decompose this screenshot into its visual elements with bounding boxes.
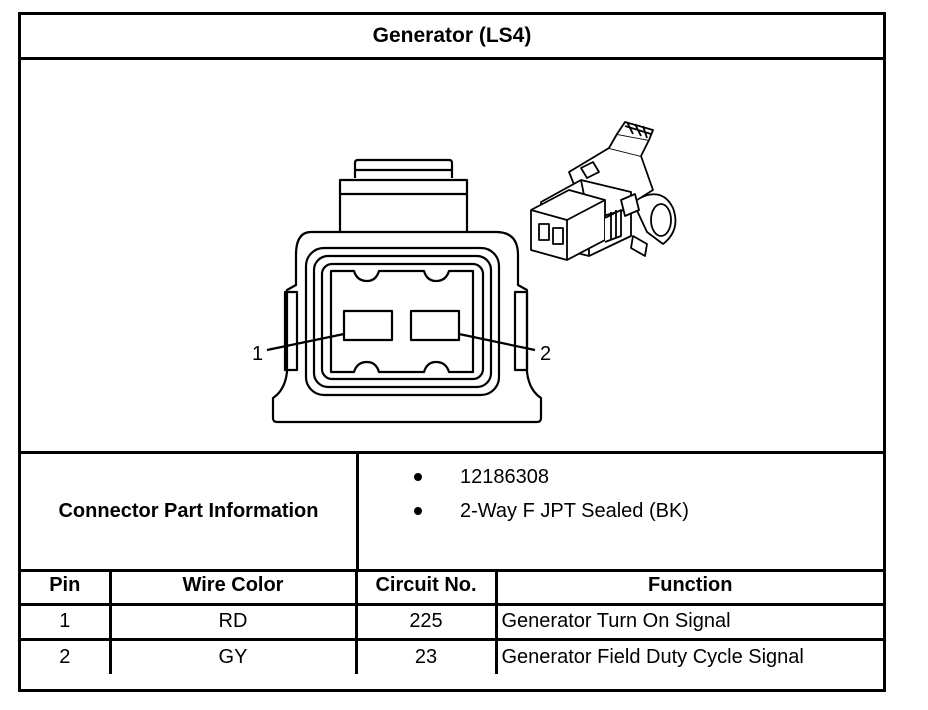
connector-info-item: 12186308 xyxy=(414,462,549,492)
bullet-icon xyxy=(414,473,422,481)
connector-drawing: 1 2 xyxy=(252,121,677,424)
bullet-icon xyxy=(414,507,422,515)
cell-circuit-no: 23 xyxy=(354,637,498,674)
cell-function: Generator Turn On Signal xyxy=(494,602,883,641)
table-row: 1 RD 225 Generator Turn On Signal xyxy=(21,602,883,641)
connector-isometric-view xyxy=(530,121,677,261)
cell-circuit-no: 225 xyxy=(354,602,498,641)
header-wire-color: Wire Color xyxy=(108,569,358,606)
cell-pin: 2 xyxy=(21,637,112,674)
header-function: Function xyxy=(494,569,883,606)
pin-callout-2: 2 xyxy=(540,343,551,365)
header-circuit-no: Circuit No. xyxy=(354,569,498,606)
part-number: 12186308 xyxy=(460,465,549,488)
connector-description: 2-Way F JPT Sealed (BK) xyxy=(460,499,689,522)
cell-wire-color: GY xyxy=(108,637,358,674)
table-row: 2 GY 23 Generator Field Duty Cycle Signa… xyxy=(21,637,883,674)
cell-wire-color: RD xyxy=(108,602,358,641)
pin-table: Pin Wire Color Circuit No. Function 1 RD… xyxy=(21,569,883,674)
connector-info-list: 12186308 2-Way F JPT Sealed (BK) xyxy=(359,454,883,569)
connector-info-label: Connector Part Information xyxy=(21,454,359,569)
header-pin: Pin xyxy=(21,569,112,606)
connector-illustration: 1 2 xyxy=(21,60,883,454)
table-header-row: Pin Wire Color Circuit No. Function xyxy=(21,569,883,606)
page-title: Generator (LS4) xyxy=(21,15,883,60)
connector-sheet: Generator (LS4) xyxy=(18,12,886,692)
cell-pin: 1 xyxy=(21,602,112,641)
pin-callout-1: 1 xyxy=(252,343,263,365)
cell-function: Generator Field Duty Cycle Signal xyxy=(494,637,883,674)
connector-info-item: 2-Way F JPT Sealed (BK) xyxy=(414,496,689,526)
connector-part-information: Connector Part Information 12186308 2-Wa… xyxy=(21,454,883,572)
